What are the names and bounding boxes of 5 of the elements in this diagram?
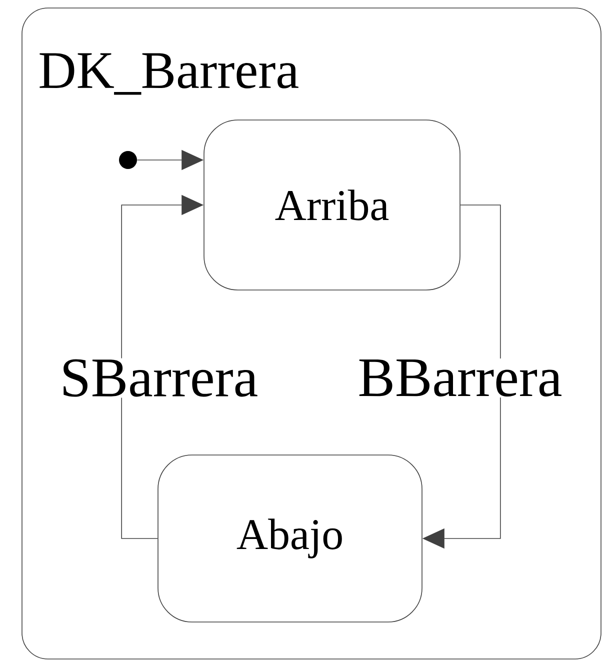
state-box: Arriba — [204, 120, 460, 290]
edge-label: BBarrera — [356, 358, 564, 398]
edge-label: SBarrera — [58, 358, 260, 398]
state-box: Abajo — [158, 454, 422, 622]
initial-state-dot — [119, 151, 137, 169]
